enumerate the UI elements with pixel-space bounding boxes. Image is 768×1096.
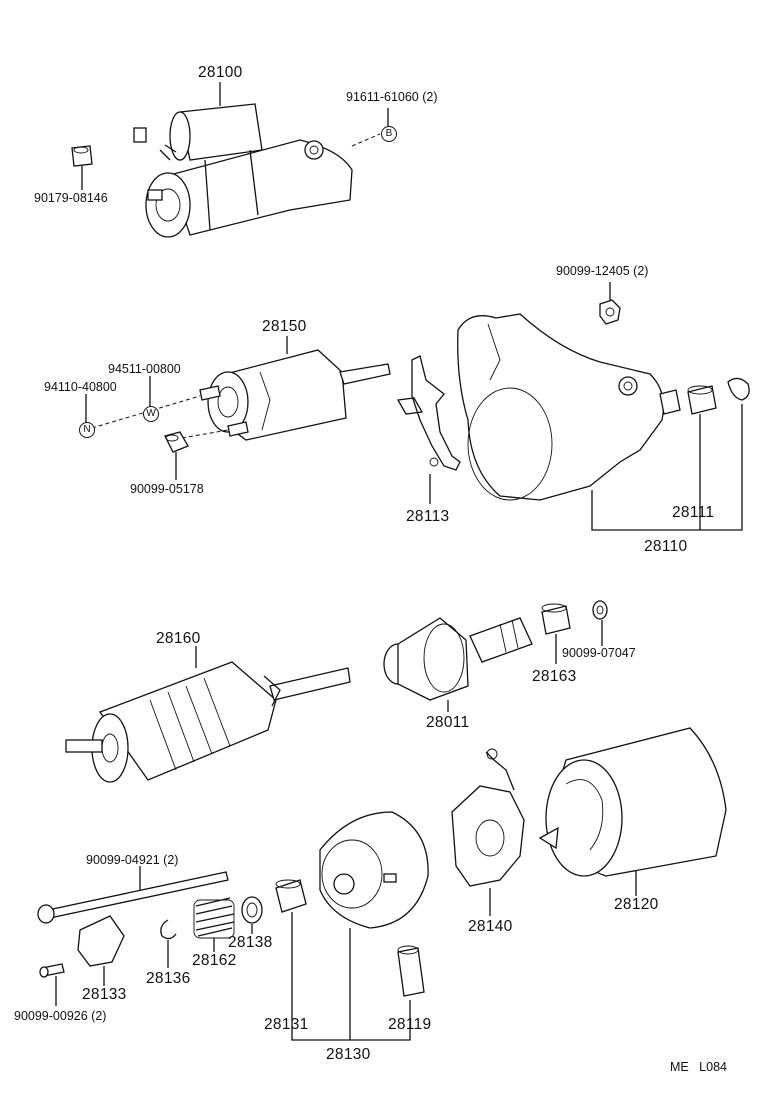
callout-28140: 28140 bbox=[468, 918, 513, 935]
callout-28100: 28100 bbox=[198, 64, 243, 81]
callout-28111: 28111 bbox=[672, 504, 715, 521]
bushing-90099-05178 bbox=[164, 431, 189, 453]
callout-28120: 28120 bbox=[614, 896, 659, 913]
yoke-28120 bbox=[538, 727, 727, 877]
callout-28130: 28130 bbox=[326, 1046, 371, 1063]
callout-90099-04921: 90099-04921 (2) bbox=[86, 853, 179, 867]
symbol-w: W bbox=[143, 406, 159, 422]
callout-91611-61060: 91611-61060 (2) bbox=[346, 90, 438, 104]
callout-94511-00800: 94511-00800 bbox=[108, 362, 181, 376]
callout-90099-05178: 90099-05178 bbox=[130, 482, 204, 496]
callout-28162: 28162 bbox=[192, 952, 237, 969]
callout-28113: 28113 bbox=[406, 508, 450, 525]
callout-90179-08146: 90179-08146 bbox=[34, 191, 108, 205]
plug-28119 bbox=[397, 945, 425, 997]
clip-28136 bbox=[160, 919, 177, 940]
diagram-code: ME L084 bbox=[670, 1060, 727, 1074]
callout-90099-07047: 90099-07047 bbox=[562, 646, 636, 660]
nut-90179-08146 bbox=[71, 145, 93, 167]
callout-28011: 28011 bbox=[426, 714, 470, 731]
symbol-b: B bbox=[381, 126, 397, 142]
callout-28110: 28110 bbox=[644, 538, 688, 555]
lead-28113 bbox=[396, 355, 461, 471]
bushing-28111 bbox=[687, 385, 717, 415]
callout-94110-40800: 94110-40800 bbox=[44, 380, 117, 394]
callout-90099-00926: 90099-00926 (2) bbox=[14, 1009, 107, 1023]
through-bolt-90099-04921 bbox=[37, 871, 229, 924]
cap-28111b bbox=[727, 377, 750, 401]
cover-28133 bbox=[77, 915, 125, 967]
bushing-28131 bbox=[275, 879, 307, 913]
callout-28138: 28138 bbox=[228, 934, 273, 951]
spring-28162 bbox=[193, 897, 235, 939]
callout-28133: 28133 bbox=[82, 986, 127, 1003]
washer-28138 bbox=[241, 896, 263, 924]
callout-28119: 28119 bbox=[388, 1016, 432, 1033]
callout-28150: 28150 bbox=[262, 318, 307, 335]
callout-28163: 28163 bbox=[532, 668, 577, 685]
starter-assembly bbox=[133, 103, 353, 238]
ring-90099-07047 bbox=[592, 600, 608, 620]
clutch-28011 bbox=[383, 617, 533, 701]
brush-holder-28140 bbox=[451, 748, 525, 887]
symbol-n: N bbox=[79, 422, 95, 438]
callout-28136: 28136 bbox=[146, 970, 191, 987]
callout-28160: 28160 bbox=[156, 630, 201, 647]
housing-28110 bbox=[457, 313, 681, 501]
nut-90099-12405 bbox=[599, 299, 621, 325]
armature-28160 bbox=[65, 661, 351, 783]
screw-90099-00926 bbox=[39, 963, 65, 978]
callout-90099-12405: 90099-12405 (2) bbox=[556, 264, 649, 278]
collar-28163 bbox=[541, 603, 571, 635]
end-frame-28130 bbox=[319, 811, 429, 929]
solenoid-28150 bbox=[199, 349, 391, 441]
callout-28131: 28131 bbox=[264, 1016, 309, 1033]
